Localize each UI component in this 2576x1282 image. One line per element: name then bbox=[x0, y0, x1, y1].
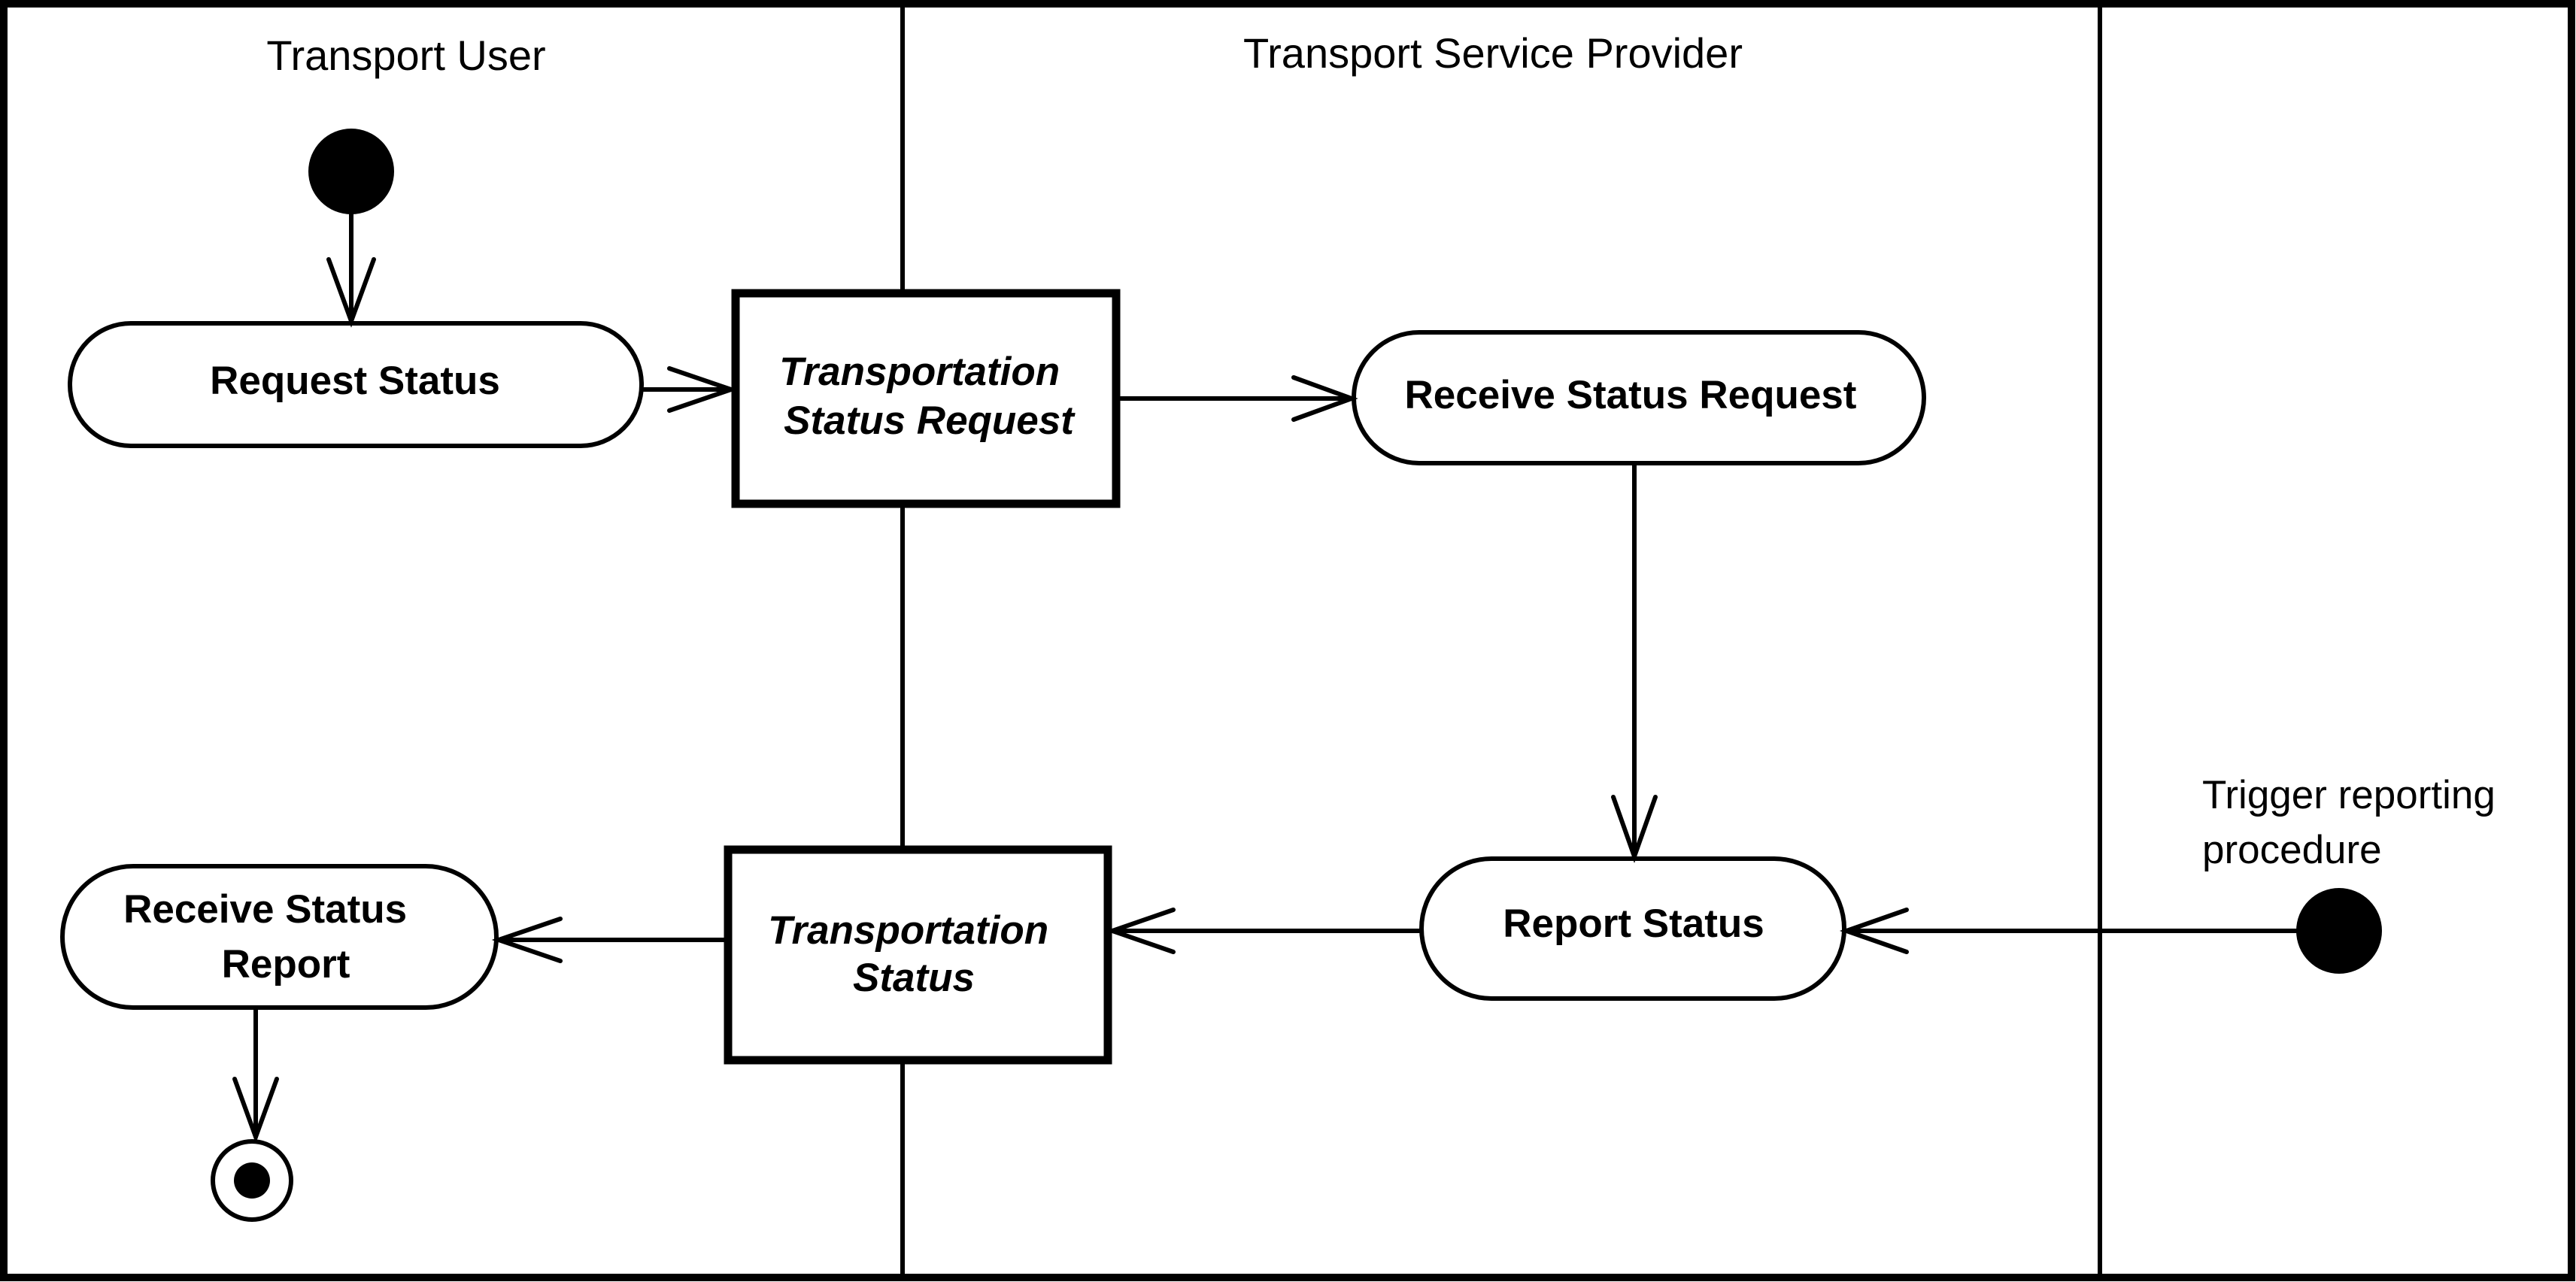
trigger-initial-node bbox=[2296, 888, 2382, 974]
arrowhead-object-to-receive-report bbox=[491, 917, 563, 963]
lane-title-transport-service-provider: Transport Service Provider bbox=[1243, 29, 1743, 77]
lane-title-transport-user: Transport User bbox=[266, 32, 545, 79]
action-receive-status-report bbox=[60, 864, 499, 1010]
action-request-status-label: Request Status bbox=[210, 359, 500, 403]
object-transportation-status bbox=[724, 845, 1112, 1065]
object-transportation-status-label: Transportation Status bbox=[768, 908, 1060, 1000]
action-receive-status-report-label: Receive Status Report bbox=[123, 887, 418, 987]
final-node-dot bbox=[234, 1162, 270, 1199]
arrowhead-object-to-receive-request bbox=[1291, 375, 1358, 422]
arrowhead-report-to-object bbox=[1105, 908, 1176, 954]
trigger-label: Trigger reporting procedure bbox=[2202, 773, 2507, 872]
arrowhead-trigger-to-report bbox=[1839, 908, 1909, 954]
action-report-status-label: Report Status bbox=[1503, 902, 1764, 946]
object-transportation-status-request-label: Transportation Status Request bbox=[779, 350, 1076, 443]
edges bbox=[232, 212, 2298, 1144]
action-request-status bbox=[68, 321, 644, 448]
arrowhead-request-to-object bbox=[667, 366, 739, 413]
arrowhead-initial-to-request bbox=[326, 257, 376, 328]
arrowhead-report-to-final bbox=[232, 1077, 279, 1144]
object-transportation-status-request bbox=[731, 289, 1121, 508]
arrowhead-receive-request-to-report bbox=[1611, 795, 1658, 863]
initial-node bbox=[308, 129, 394, 214]
action-receive-status-request-label: Receive Status Request bbox=[1405, 373, 1857, 417]
